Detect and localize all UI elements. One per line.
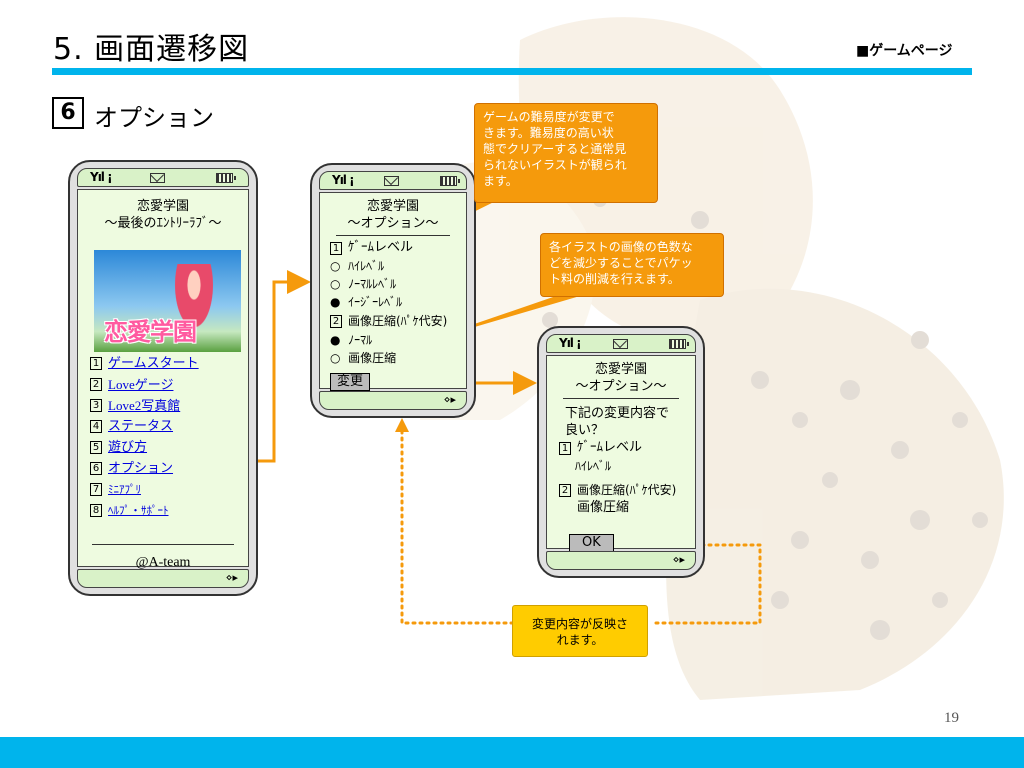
option-normal[interactable]: ● ﾉｰﾏﾙ <box>330 333 373 347</box>
phone2-title-line1: 恋愛学園 <box>366 199 419 214</box>
image-compression-label: 画像圧縮(ﾊﾟｹ代安) <box>348 314 448 328</box>
battery-icon <box>669 339 689 349</box>
mail-icon <box>150 173 165 183</box>
title-divider <box>336 235 450 236</box>
phone1-title-line2: ～最後のｴﾝﾄﾘｰﾗﾌﾞ～ <box>104 216 222 231</box>
phone1-footer: @A-team <box>135 555 191 570</box>
footer-divider <box>92 544 234 545</box>
game-logo: 恋愛学園 <box>104 318 197 346</box>
status-bar: Yıl ¡ <box>77 168 249 187</box>
nav-bar: ⋄▸ <box>77 569 249 588</box>
option-easy-level[interactable]: ● ｲｰｼﾞｰﾚﾍﾞﾙ <box>330 295 403 309</box>
change-button[interactable]: 変更 <box>330 373 371 391</box>
signal-icon: Yıl ¡ <box>90 170 113 184</box>
bottom-band <box>0 737 1024 768</box>
confirm-message: 下記の変更内容で 良い？ <box>565 406 670 438</box>
option-normal-level[interactable]: ○ ﾉｰﾏﾙﾚﾍﾞﾙ <box>330 277 397 291</box>
ok-button[interactable]: OK <box>569 534 614 552</box>
phone2-title-line2: ～オプション～ <box>347 216 439 231</box>
battery-icon <box>440 176 460 186</box>
title-rule <box>52 68 972 75</box>
section-number: 6 <box>52 97 84 129</box>
summary-game-level-value: ﾊｲﾚﾍﾞﾙ <box>575 459 612 473</box>
game-level-label: ｹﾞｰﾑレベル <box>348 240 414 255</box>
summary-compression-label: 画像圧縮(ﾊﾟｹ代安) <box>577 483 677 497</box>
character-illustration <box>172 264 216 334</box>
summary-compression-value: 画像圧縮 <box>577 500 630 515</box>
hero-image: 恋愛学園 <box>94 250 241 352</box>
section-tag: ■ゲームページ <box>856 43 953 59</box>
nav-key-icon: ⋄▸ <box>672 553 685 566</box>
option-high-level[interactable]: ○ ﾊｲﾚﾍﾞﾙ <box>330 259 385 273</box>
status-bar: Yıl ¡ <box>319 171 467 190</box>
phone3-title-line1: 恋愛学園 <box>594 362 647 377</box>
status-bar: Yıl ¡ <box>546 334 696 353</box>
signal-icon: Yıl ¡ <box>332 173 355 187</box>
page-number: 19 <box>944 710 959 726</box>
callout-difficulty: ゲームの難易度が変更で きます。難易度の高い状 態でクリアーすると通常見 られな… <box>474 103 658 203</box>
nav-bar: ⋄▸ <box>319 391 467 410</box>
mail-icon <box>613 339 628 349</box>
title-divider <box>563 398 679 399</box>
callout-reflect: 変更内容が反映さ れます。 <box>512 605 648 657</box>
section-heading: オプション <box>94 104 214 132</box>
slide-title: 5. 画面遷移図 <box>53 32 250 67</box>
summary-game-level-label: ｹﾞｰﾑレベル <box>577 440 643 455</box>
battery-icon <box>216 173 236 183</box>
nav-key-icon: ⋄▸ <box>225 571 238 584</box>
phone3-title-line2: ～オプション～ <box>575 379 667 394</box>
callout-compression: 各イラストの画像の色数な どを減少することでパケッ ト料の削減を行えます。 <box>540 233 724 297</box>
nav-key-icon: ⋄▸ <box>443 393 456 406</box>
signal-icon: Yıl ¡ <box>559 336 582 350</box>
option-compress[interactable]: ○ 画像圧縮 <box>330 351 397 365</box>
phone1-title-line1: 恋愛学園 <box>136 199 189 214</box>
mail-icon <box>384 176 399 186</box>
nav-bar: ⋄▸ <box>546 551 696 570</box>
